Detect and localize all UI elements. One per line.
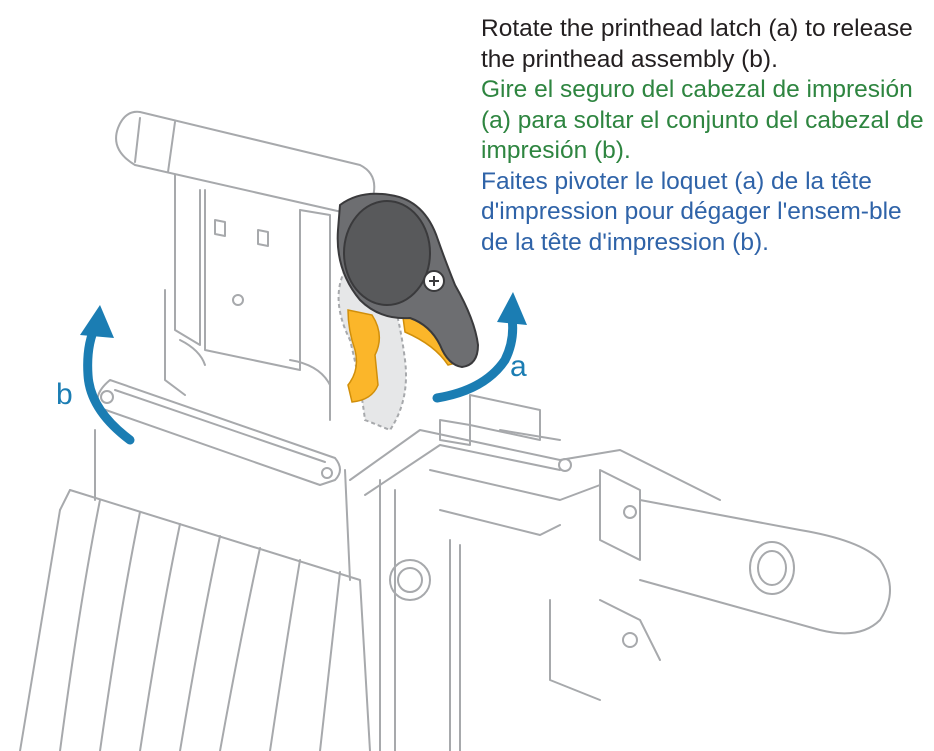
instruction-spanish: Gire el seguro del cabezal de impresión …	[481, 76, 924, 164]
instruction-french: Faites pivoter le loquet (a) de la tête …	[481, 167, 902, 256]
media-guide-curtain	[19, 429, 371, 751]
top-roller	[115, 110, 376, 216]
platen-arm	[639, 499, 891, 635]
callout-label-b: b	[56, 378, 73, 411]
arrow-b	[80, 305, 135, 445]
printer-chassis	[349, 394, 721, 751]
printhead-frame	[164, 174, 331, 421]
printhead-bar	[96, 379, 341, 486]
instruction-text-block: Rotate the printhead latch (a) to releas…	[481, 14, 931, 258]
instruction-english: Rotate the printhead latch (a) to releas…	[481, 15, 913, 73]
callout-label-a: a	[510, 350, 527, 383]
arrow-a	[432, 292, 527, 403]
printhead-latch[interactable]	[336, 192, 480, 432]
